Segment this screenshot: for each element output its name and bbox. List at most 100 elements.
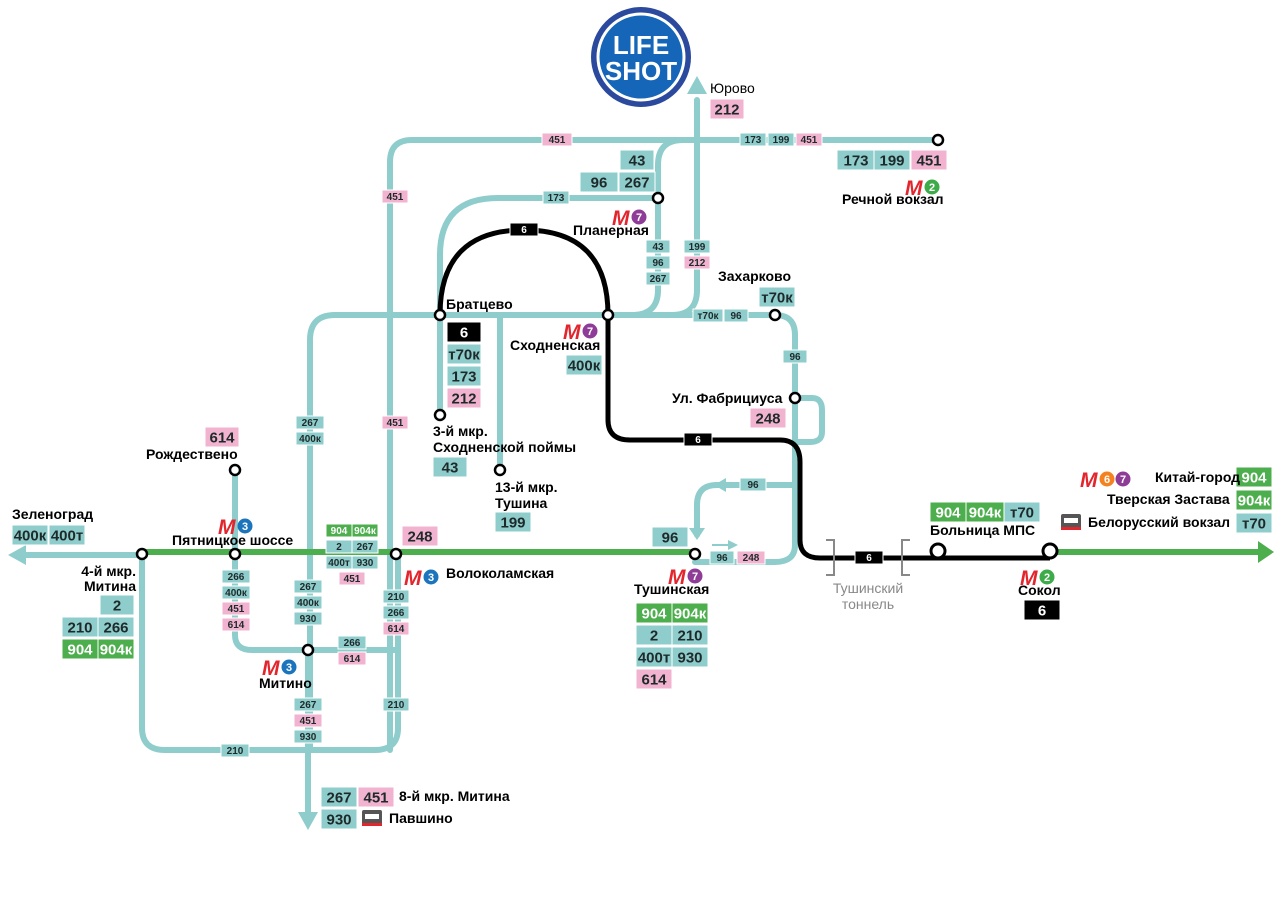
- route-tag-r2: 2: [325, 539, 353, 554]
- route-tag-r266: 266: [221, 569, 251, 584]
- metro-line-badge: [423, 569, 439, 585]
- route-tag-label: 614: [228, 620, 245, 631]
- route-tag-r930: 930: [671, 646, 709, 668]
- metro-letter-icon: М: [262, 657, 280, 680]
- route-tag-label: 248: [755, 410, 780, 427]
- metro-line-number: 7: [1120, 474, 1126, 486]
- route-tag-label: 451: [228, 604, 245, 615]
- metro-line-number: 3: [286, 662, 292, 674]
- route-tag-r614: 614: [204, 426, 240, 448]
- route-tag-label: 451: [549, 135, 566, 146]
- route-tag-r173: 173: [739, 132, 767, 147]
- station-rechnoy[interactable]: [931, 133, 945, 147]
- station-rozhdestveno[interactable]: [228, 463, 242, 477]
- label-tunnel-line2: тоннель: [842, 596, 894, 612]
- route-tag-rt70k: т70к: [758, 286, 796, 308]
- label-mitino: Митино: [259, 675, 312, 691]
- route-tag-label: 400к: [568, 357, 601, 374]
- arrow-96-west: [714, 478, 726, 492]
- route-tag-r400k: 400к: [11, 524, 49, 546]
- route-tag-r6: 6: [1023, 599, 1061, 621]
- route-tag-label: 266: [228, 572, 245, 583]
- route-tag-label: 451: [363, 789, 388, 806]
- route-tag-r904k: 904к: [1235, 489, 1273, 511]
- label-kitai-gorod: Китай-город: [1155, 469, 1240, 485]
- route-tag-label: 930: [677, 649, 702, 666]
- station-volokolamskaya[interactable]: [389, 547, 403, 561]
- metro-letter-icon: М: [218, 516, 236, 539]
- route-tag-label: 451: [387, 418, 404, 429]
- route-line-fabritsiusa-loop: [792, 395, 825, 445]
- station-sokol[interactable]: [1041, 542, 1059, 560]
- route-tag-label: 266: [344, 638, 361, 649]
- route-tag-r43: 43: [645, 239, 671, 254]
- route-tag-label: 614: [388, 624, 405, 635]
- route-tag-label: 614: [344, 654, 361, 665]
- route-line-451-top: [387, 137, 941, 753]
- route-tag-label: 173: [745, 135, 762, 146]
- label-volokolamskaya: Волоколамская: [446, 565, 554, 581]
- station-zakharkovo[interactable]: [768, 308, 782, 322]
- route-tag-rt70k: т70к: [692, 308, 724, 323]
- metro-letter-icon: М: [905, 177, 923, 200]
- route-tag-label: т70к: [448, 346, 480, 363]
- route-tag-r266: 266: [337, 635, 367, 650]
- label-mitino8: 8-й мкр. Митина: [399, 788, 510, 804]
- station-planernaya[interactable]: [651, 191, 665, 205]
- route-tag-r212: 212: [683, 255, 711, 270]
- route-tag-label: 400т: [638, 649, 670, 666]
- route-tag-r6: 6: [854, 550, 884, 565]
- route-tag-label: 210: [677, 627, 702, 644]
- route-tag-label: 6: [695, 435, 701, 446]
- arrow-yurovo: [687, 76, 707, 94]
- route-tag-r96: 96: [739, 477, 767, 492]
- metro-letter-icon: М: [404, 567, 422, 590]
- station-3mkr[interactable]: [433, 408, 447, 422]
- route-tag-r400k: 400к: [565, 354, 603, 376]
- route-tag-label: 451: [344, 574, 361, 585]
- metro-line-number: 7: [636, 212, 642, 224]
- route-tag-label: 266: [103, 619, 128, 636]
- route-tag-r199: 199: [873, 149, 911, 171]
- route-tag-label: 930: [300, 732, 317, 743]
- station-bolnitsa[interactable]: [929, 542, 947, 560]
- station-skhodnenskaya[interactable]: [601, 308, 615, 322]
- label-belorussky: Белорусский вокзал: [1088, 514, 1230, 530]
- route-tag-label: 96: [789, 352, 801, 363]
- route-tag-r96: 96: [723, 308, 749, 323]
- route-tag-r210: 210: [382, 589, 410, 604]
- route-tag-r614: 614: [337, 651, 367, 666]
- metro-line-badge: [1115, 471, 1131, 487]
- station-fabritsiusa[interactable]: [788, 391, 802, 405]
- route-tag-r267: 267: [293, 579, 323, 594]
- route-tag-r400t: 400т: [635, 646, 673, 668]
- route-tag-r267: 267: [645, 271, 671, 286]
- station-4mkr-mitina[interactable]: [135, 547, 149, 561]
- station-mitino[interactable]: [301, 643, 315, 657]
- metro-line-number: 2: [929, 182, 935, 194]
- station-bratsevo[interactable]: [433, 308, 447, 322]
- route-tag-label: 614: [209, 429, 235, 446]
- metro-line-badge: [631, 209, 647, 225]
- station-pyatnitskoe[interactable]: [228, 547, 242, 561]
- station-tushinskaya[interactable]: [688, 547, 702, 561]
- route-tag-label: 267: [357, 542, 374, 553]
- station-13mkr[interactable]: [493, 463, 507, 477]
- route-tag-r904: 904: [1235, 466, 1273, 488]
- route-tag-label: 210: [388, 700, 405, 711]
- label-3mkr-line1: 3-й мкр.: [433, 423, 488, 439]
- metro-line-badge: [237, 518, 253, 534]
- route-tag-label: 2: [113, 597, 121, 614]
- route-tag-r96: 96: [782, 349, 808, 364]
- route-tag-r6: 6: [446, 321, 482, 343]
- route-tag-label: 96: [716, 553, 728, 564]
- route-tag-label: 2: [336, 542, 342, 553]
- route-tag-r199: 199: [494, 511, 532, 533]
- metro-letter-icon: М: [1080, 469, 1098, 492]
- label-rozhdestveno: Рождествено: [146, 446, 238, 462]
- metro-line-number: 6: [1104, 474, 1110, 486]
- route-tag-label: т70к: [697, 311, 719, 322]
- route-tag-r451: 451: [221, 601, 251, 616]
